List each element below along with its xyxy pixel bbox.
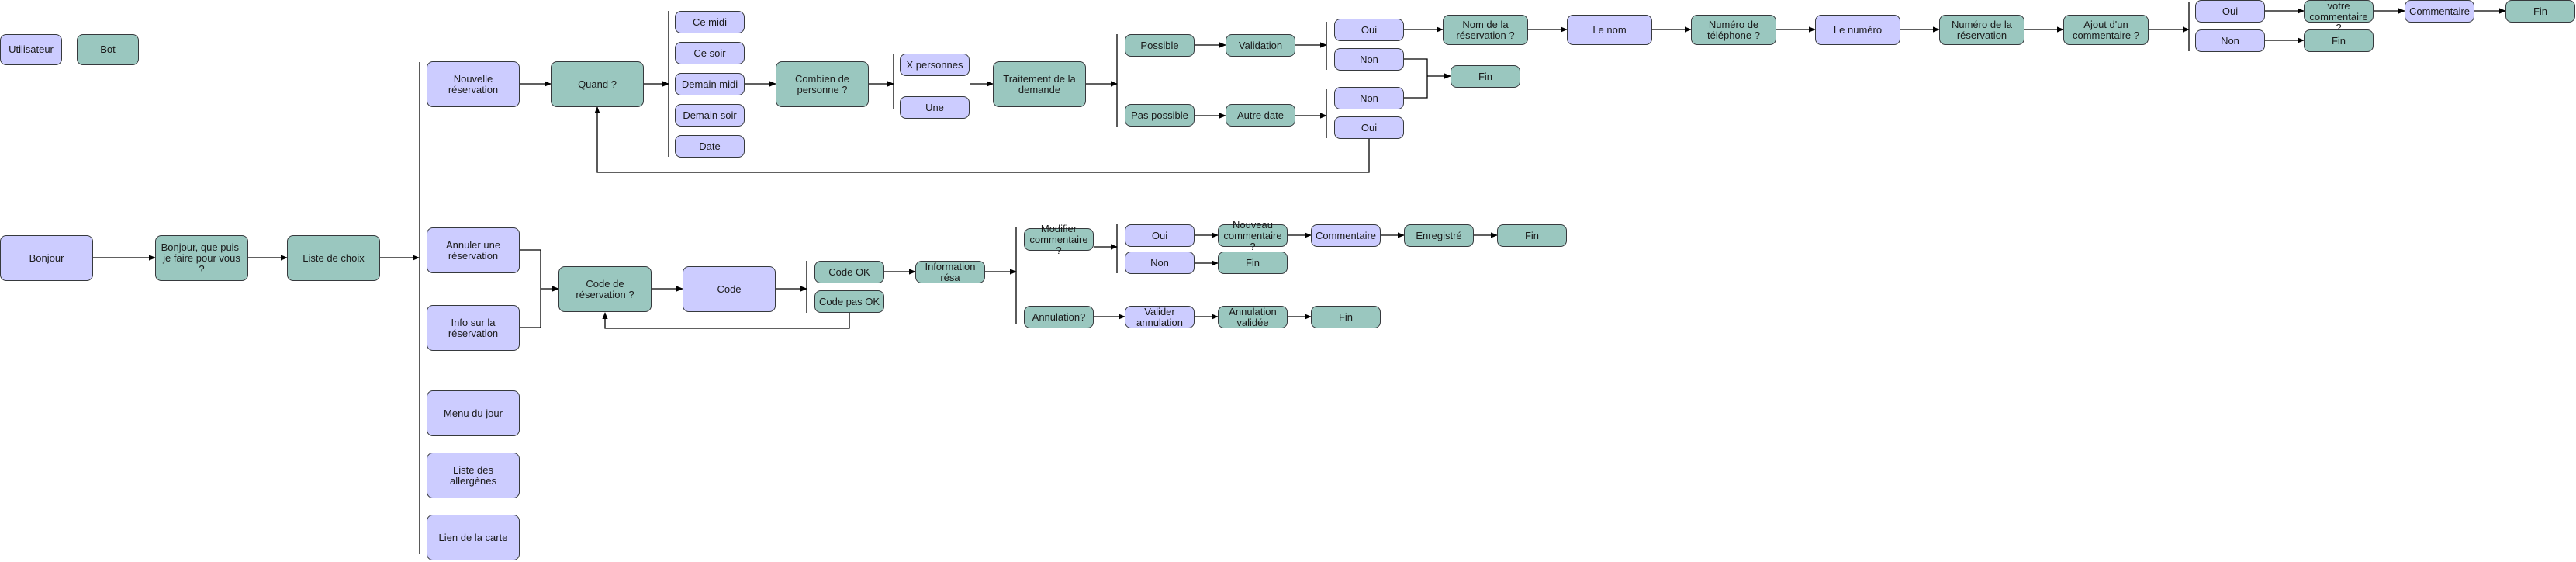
node-fin-3: Fin [2505, 0, 2575, 23]
node-demain-soir: Demain soir [675, 104, 745, 127]
node-quel-commentaire: Quel est votre commentaire ? [2304, 0, 2374, 33]
node-information-resa: Information résa [915, 261, 985, 283]
node-annulation-validee: Annulation validée [1218, 306, 1288, 328]
node-numero-telephone: Numéro de téléphone ? [1691, 15, 1776, 45]
node-oui-2: Oui [1334, 116, 1404, 139]
node-oui-4: Oui [1125, 224, 1195, 247]
node-nouvelle-reservation: Nouvelle réservation [427, 61, 520, 107]
node-menu-du-jour: Menu du jour [427, 390, 520, 436]
node-non-2: Non [1334, 87, 1404, 109]
node-le-numero: Le numéro [1815, 15, 1900, 45]
legend-bot: Bot [77, 34, 139, 65]
node-code-reservation: Code de réservation ? [558, 266, 652, 312]
node-annuler-reservation: Annuler une réservation [427, 227, 520, 273]
legend-user: Utilisateur [0, 34, 62, 65]
node-oui-1: Oui [1334, 19, 1404, 41]
node-demain-midi: Demain midi [675, 73, 745, 95]
node-valider-annulation: Valider annulation [1125, 306, 1195, 328]
node-commentaire-1: Commentaire [2405, 0, 2474, 23]
edge-oui-back-quand [594, 106, 1370, 173]
node-non-4: Non [1125, 252, 1195, 274]
node-ajout-commentaire: Ajout d'un commentaire ? [2063, 15, 2149, 45]
node-combien-personnes: Combien de personne ? [776, 61, 869, 107]
node-liste-de-choix: Liste de choix [287, 235, 380, 281]
node-fin-5: Fin [1497, 224, 1567, 247]
node-une: Une [900, 96, 970, 119]
node-date: Date [675, 135, 745, 158]
node-non-1: Non [1334, 48, 1404, 71]
node-le-nom: Le nom [1567, 15, 1652, 45]
node-annulation-question: Annulation? [1024, 306, 1094, 328]
node-fin-4: Fin [1218, 252, 1288, 274]
node-quand: Quand ? [551, 61, 644, 107]
node-enregistre: Enregistré [1404, 224, 1474, 247]
node-fin-6: Fin [1311, 306, 1381, 328]
node-modifier-commentaire: Modifier commentaire ? [1024, 223, 1094, 255]
node-x-personnes: X personnes [900, 54, 970, 76]
node-info-reservation: Info sur la réservation [427, 305, 520, 351]
node-pas-possible: Pas possible [1125, 104, 1195, 127]
node-fin-2: Fin [2304, 29, 2374, 52]
node-non-3: Non [2195, 29, 2265, 52]
node-liste-allergenes: Liste des allergènes [427, 453, 520, 498]
node-bot-greeting: Bonjour, que puis-je faire pour vous ? [155, 235, 248, 281]
edge-codepasok-back [602, 312, 850, 329]
node-validation: Validation [1226, 34, 1295, 57]
node-autre-date: Autre date [1226, 104, 1295, 127]
node-ce-midi: Ce midi [675, 11, 745, 33]
node-ce-soir: Ce soir [675, 42, 745, 64]
node-traitement-demande: Traitement de la demande [993, 61, 1086, 107]
node-nouveau-commentaire: Nouveau commentaire ? [1218, 219, 1288, 252]
node-lien-carte: Lien de la carte [427, 515, 520, 560]
node-code-ok: Code OK [814, 261, 884, 283]
merge-non [1404, 58, 1428, 99]
node-possible: Possible [1125, 34, 1195, 57]
node-bonjour: Bonjour [0, 235, 93, 281]
node-oui-3: Oui [2195, 0, 2265, 23]
merge-annuler-info [520, 249, 541, 328]
node-code-pas-ok: Code pas OK [814, 290, 884, 313]
node-numero-reservation: Numéro de la réservation [1939, 15, 2024, 45]
node-commentaire-2: Commentaire [1311, 224, 1381, 247]
node-nom-reservation: Nom de la réservation ? [1443, 15, 1528, 45]
node-fin-1: Fin [1451, 65, 1520, 88]
node-code: Code [683, 266, 776, 312]
